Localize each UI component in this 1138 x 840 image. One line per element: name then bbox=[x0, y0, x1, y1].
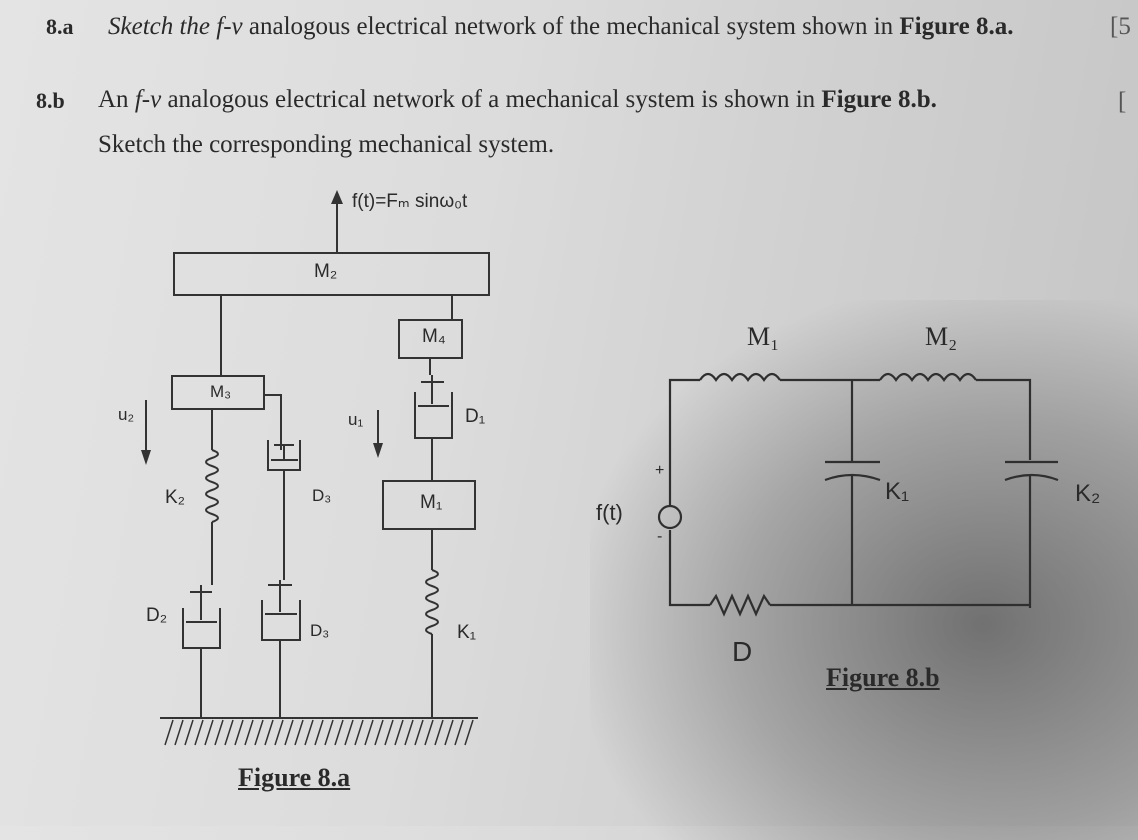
label-resistor-D: D bbox=[732, 636, 753, 667]
label-K2: K₂ bbox=[165, 487, 186, 508]
label-M3: M₃ bbox=[210, 382, 232, 401]
resistor-D bbox=[709, 593, 771, 617]
mass-M1 bbox=[382, 480, 476, 530]
ground bbox=[160, 717, 478, 746]
spring-K2 bbox=[205, 409, 219, 585]
label-M4: M₄ bbox=[422, 326, 446, 347]
q8b-text: An f-v analogous electrical network of a… bbox=[98, 86, 937, 113]
label-M2: M₂ bbox=[314, 261, 338, 282]
mass-M3 bbox=[171, 375, 265, 410]
label-source: f(t) bbox=[596, 500, 623, 525]
q8b-mark: [ bbox=[1118, 88, 1127, 115]
label-M1: M₁ bbox=[420, 492, 443, 513]
q8b-line2: Sketch the corresponding mechanical syst… bbox=[98, 131, 555, 158]
u2-arrow bbox=[141, 400, 151, 465]
label-D1: D₁ bbox=[465, 406, 486, 427]
q8b-number: 8.b bbox=[36, 88, 65, 113]
label-inductor-M2: M₂ bbox=[925, 322, 958, 351]
label-plus: + bbox=[655, 462, 665, 479]
label-inductor-M1: M₁ bbox=[747, 322, 780, 351]
label-D3-upper: D₃ bbox=[312, 486, 332, 505]
label-D3-lower: D₃ bbox=[310, 621, 330, 640]
capacitor-K1 bbox=[824, 380, 881, 605]
figure-8a-caption: Figure 8.a bbox=[238, 763, 351, 792]
label-capacitor-K2: K₂ bbox=[1075, 480, 1101, 507]
mass-M2 bbox=[173, 252, 490, 296]
force-label: f(t)=Fₘ sinω₀t bbox=[352, 191, 468, 212]
label-capacitor-K1: K₁ bbox=[885, 478, 910, 505]
label-u1: u₁ bbox=[348, 410, 364, 429]
inductor-M2 bbox=[879, 372, 977, 382]
force-arrow bbox=[331, 190, 343, 252]
damper-D1 bbox=[414, 375, 453, 439]
q8a-mark: [5 bbox=[1110, 13, 1131, 40]
spring-K1 bbox=[425, 529, 439, 718]
label-D2: D₂ bbox=[146, 605, 168, 626]
inductor-M1 bbox=[699, 372, 781, 382]
q8a-text: Sketch the f-v analogous electrical netw… bbox=[108, 13, 1014, 40]
current-source bbox=[657, 504, 683, 530]
label-K1: K₁ bbox=[457, 622, 477, 643]
capacitor-K2 bbox=[1004, 460, 1059, 608]
label-minus: - bbox=[657, 528, 663, 545]
figure-8b-caption: Figure 8.b bbox=[826, 663, 940, 692]
q8a-number: 8.a bbox=[46, 14, 74, 39]
label-u2: u₂ bbox=[118, 405, 135, 424]
u1-arrow bbox=[373, 410, 383, 458]
